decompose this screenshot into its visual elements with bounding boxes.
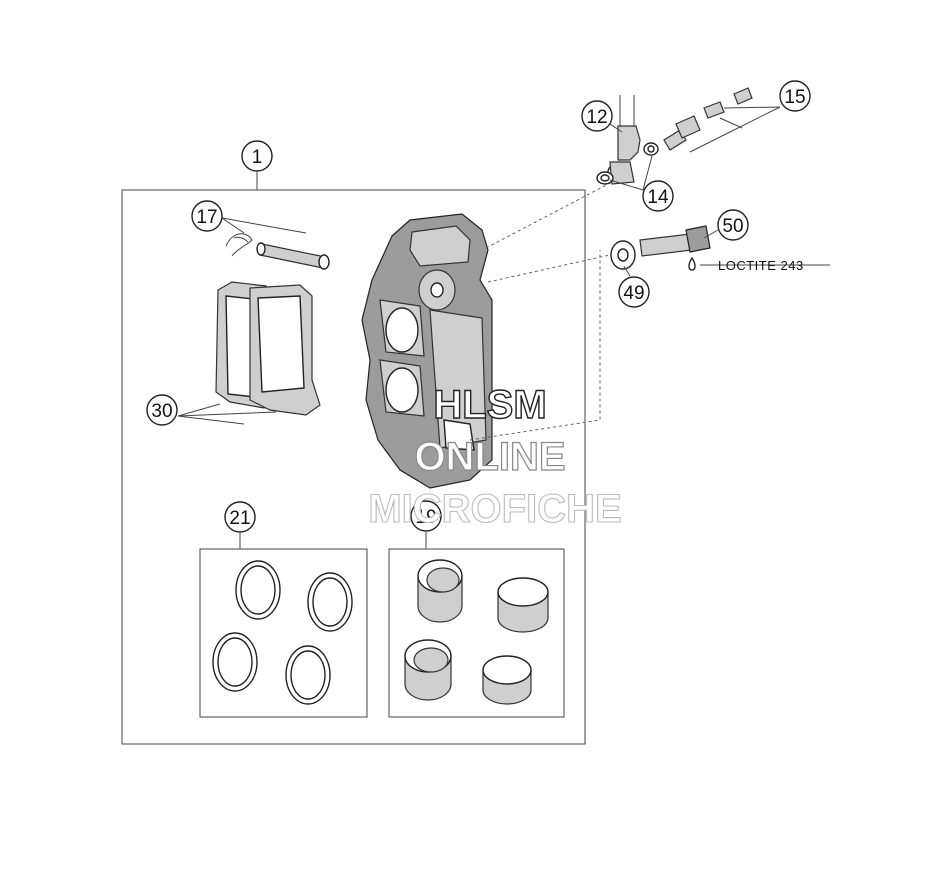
callout-1-label: 1 (252, 147, 263, 168)
piston-kit-box (388, 548, 565, 718)
callout-49: 49 (618, 276, 650, 308)
leader-50-dash (469, 250, 601, 441)
pistons (404, 559, 549, 705)
callout-50-label: 50 (722, 216, 743, 237)
callout-14-label: 14 (647, 187, 669, 208)
leader-15c (719, 117, 743, 129)
seal-kit-box (199, 548, 368, 718)
brake-pads (215, 281, 321, 416)
seal-rings (212, 560, 353, 705)
leader-14a (609, 179, 644, 191)
callout-50: 50 (717, 209, 749, 241)
leader-50 (703, 229, 719, 239)
callout-19-label: 19 (415, 507, 436, 528)
leader-30c (177, 411, 277, 417)
caliper-body (361, 213, 493, 489)
callout-1: 1 (241, 140, 273, 172)
bolt-and-washer (610, 225, 711, 271)
leader-30a (177, 415, 245, 425)
callout-17: 17 (191, 200, 223, 232)
leader-15b (689, 106, 781, 153)
leader-12-dash (485, 181, 613, 249)
leader-17b (221, 217, 245, 234)
leader-17 (221, 217, 307, 234)
leader-49-dash (487, 254, 611, 283)
pad-pin (225, 233, 330, 270)
banjo-fitting (596, 95, 659, 185)
assembly-frame (121, 189, 586, 745)
callout-17-label: 17 (196, 207, 217, 228)
leader-12 (609, 123, 623, 133)
callout-30: 30 (146, 394, 178, 426)
callout-12-label: 12 (586, 107, 607, 128)
callout-12: 12 (581, 100, 613, 132)
loctite-note: LOCTITE 243 (718, 258, 804, 273)
watermark-line-1: HLSM (433, 383, 546, 427)
callout-21-label: 21 (229, 508, 250, 529)
callout-15: 15 (779, 80, 811, 112)
leader-49 (623, 265, 631, 277)
callout-30-label: 30 (151, 401, 172, 422)
callout-15-label: 15 (784, 87, 805, 108)
callout-14: 14 (642, 180, 674, 212)
callout-19: 19 (410, 500, 442, 532)
watermark-line-2: ONLINE (414, 435, 565, 479)
leader-15a (723, 106, 781, 109)
callout-21: 21 (224, 501, 256, 533)
callout-49-label: 49 (623, 283, 644, 304)
watermark-line-3: MICROFICHE (368, 487, 621, 531)
bleed-screw (663, 87, 753, 151)
leader-14b (642, 155, 653, 191)
leader-30b (177, 403, 221, 417)
